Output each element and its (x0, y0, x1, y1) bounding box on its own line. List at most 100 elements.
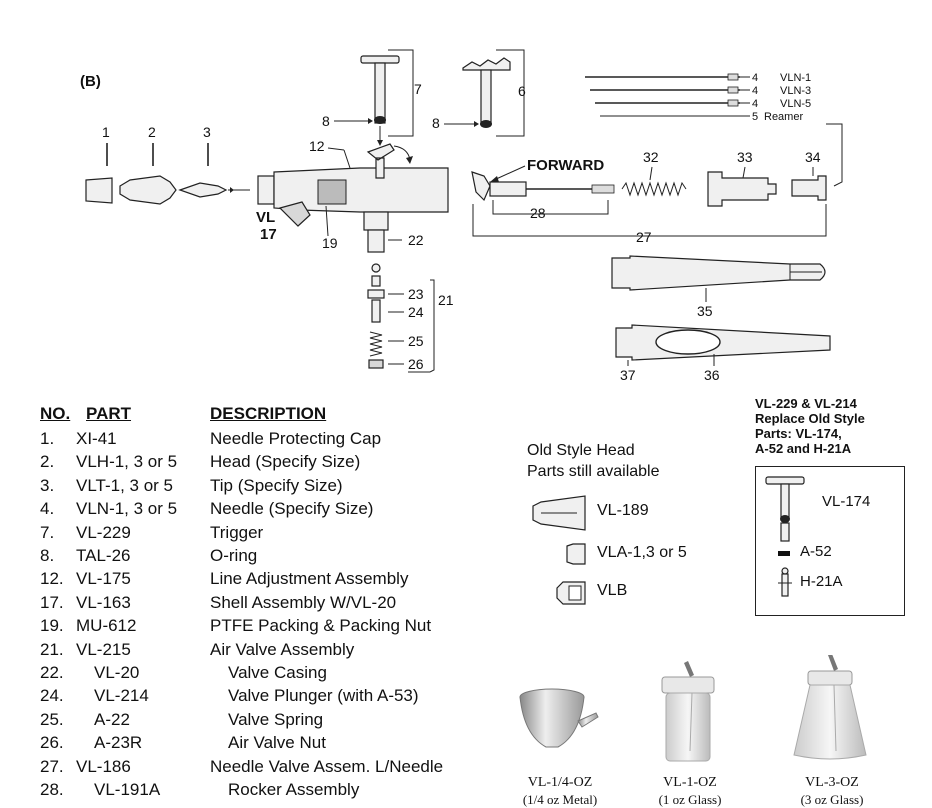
needle-cap-part (85, 177, 113, 204)
callout-35: 35 (697, 303, 713, 319)
table-row: 21. VL-215 Air Valve Assembly (40, 638, 500, 661)
row-part: VLN-1, 3 or 5 (76, 499, 178, 519)
row-desc: Air Valve Nut (228, 733, 326, 753)
handle-35-part (611, 255, 826, 291)
header-part: PART (86, 404, 132, 423)
replace-line-2: Replace Old Style (755, 411, 865, 426)
callout-26: 26 (408, 356, 424, 372)
row-no: 25. (40, 709, 64, 729)
needle-name-4: Reamer (764, 111, 803, 123)
row-part: VL-20 (94, 663, 140, 682)
row-desc: Shell Assembly W/VL-20 (210, 592, 397, 612)
callout-8a: 8 (322, 113, 330, 129)
trigger-installed (366, 143, 395, 179)
row-part: XI-41 (76, 429, 117, 448)
needle-count-4: 5 (752, 111, 758, 123)
callout-3: 3 (203, 124, 211, 140)
needle-lock-part (791, 175, 827, 201)
row-no: 2. (40, 452, 55, 472)
table-row: 26. A-23R Air Valve Nut (40, 731, 500, 754)
one-oz-jar (661, 661, 715, 762)
cup-label-2: VL-1-OZ (663, 775, 717, 790)
row-no: 19. (40, 616, 64, 636)
row-desc: Tip (Specify Size) (210, 475, 343, 495)
three-oz-jar (793, 655, 867, 760)
row-desc: Needle Valve Assem. L/Needle (210, 756, 444, 776)
label-17: 17 (260, 226, 277, 243)
row-desc: PTFE Packing & Packing Nut (210, 616, 432, 636)
row-no: 7. (40, 522, 55, 542)
row-no: 12. (40, 569, 64, 589)
table-row: 8. TAL-26 O-ring (40, 544, 500, 567)
callout-8b: 8 (432, 115, 440, 131)
row-desc: Valve Plunger (with A-53) (228, 686, 419, 706)
row-desc: O-ring (210, 546, 258, 565)
replace-item-h21a: H-21A (800, 573, 843, 590)
tip-part (178, 182, 228, 198)
row-part: VLH-1, 3 or 5 (76, 452, 178, 472)
callout-12: 12 (309, 138, 325, 154)
row-no: 3. (40, 475, 55, 495)
handle-36-part (615, 324, 831, 361)
row-desc: Valve Casing (228, 663, 327, 682)
row-desc: Needle Protecting Cap (210, 429, 382, 448)
row-desc: Head (Specify Size) (210, 452, 361, 472)
trigger-part (360, 55, 400, 124)
old-trigger-part (462, 57, 511, 128)
old-style-item-vla: VLA-1,3 or 5 (597, 544, 687, 561)
old-style-item-vl189: VL-189 (597, 502, 649, 519)
needle-name-2: VLN-3 (780, 85, 811, 97)
row-part: VL-229 (76, 522, 131, 542)
old-style-parts-drawing (532, 495, 586, 605)
replacement-note-box: VL-229 & VL-214 Replace Old Style Parts:… (755, 396, 905, 616)
row-no: 21. (40, 639, 64, 659)
row-desc: Rocker Assembly (228, 780, 360, 799)
callout-22: 22 (408, 232, 424, 248)
row-part: VL-215 (76, 639, 131, 659)
row-part: VLT-1, 3 or 5 (76, 475, 174, 495)
replace-parts-drawing (765, 476, 805, 597)
replace-item-a52: A-52 (800, 543, 832, 560)
table-row: 22. VL-20 Valve Casing (40, 661, 500, 684)
row-part: MU-612 (76, 616, 137, 636)
callout-36: 36 (704, 367, 720, 383)
row-part: A-23R (94, 733, 143, 753)
row-part: VL-175 (76, 569, 131, 589)
table-row: 19. MU-612 PTFE Packing & Packing Nut (40, 614, 500, 637)
replace-item-vl174: VL-174 (822, 493, 871, 510)
row-no: 8. (40, 546, 55, 565)
callout-32: 32 (643, 149, 659, 165)
header-no: NO. (40, 404, 71, 423)
callout-21: 21 (438, 292, 454, 308)
row-no: 22. (40, 663, 64, 682)
row-desc: Needle (Specify Size) (210, 499, 374, 519)
callout-2: 2 (148, 124, 156, 140)
old-style-title-2: Parts still available (527, 463, 660, 480)
exploded-diagram: (B) 1 2 3 VL 17 19 12 7 8 (80, 49, 843, 383)
row-desc: Line Adjustment Assembly (210, 569, 409, 589)
row-part: TAL-26 (76, 546, 131, 565)
needle-count-2: 4 (752, 85, 758, 97)
row-no: 26. (40, 733, 64, 753)
row-desc: Air Valve Assembly (210, 639, 355, 659)
callout-28: 28 (530, 205, 546, 221)
row-desc: Valve Spring (228, 709, 324, 729)
cups-drawing (519, 655, 867, 762)
callout-33: 33 (737, 149, 753, 165)
row-part: VL-191A (94, 780, 161, 799)
old-style-item-vlb: VLB (597, 582, 628, 599)
table-row: 3. VLT-1, 3 or 5 Tip (Specify Size) (40, 474, 500, 497)
needles-group (585, 73, 750, 117)
cup-sub-1: (1/4 oz Metal) (522, 792, 598, 807)
table-row: 12. VL-175 Line Adjustment Assembly (40, 567, 500, 590)
callout-27: 27 (636, 229, 652, 245)
replace-frame: VL-174 A-52 H-21A (755, 466, 905, 616)
needle-valve-body-part (707, 171, 777, 207)
head-part (119, 175, 177, 205)
shell-body-part (257, 167, 449, 253)
